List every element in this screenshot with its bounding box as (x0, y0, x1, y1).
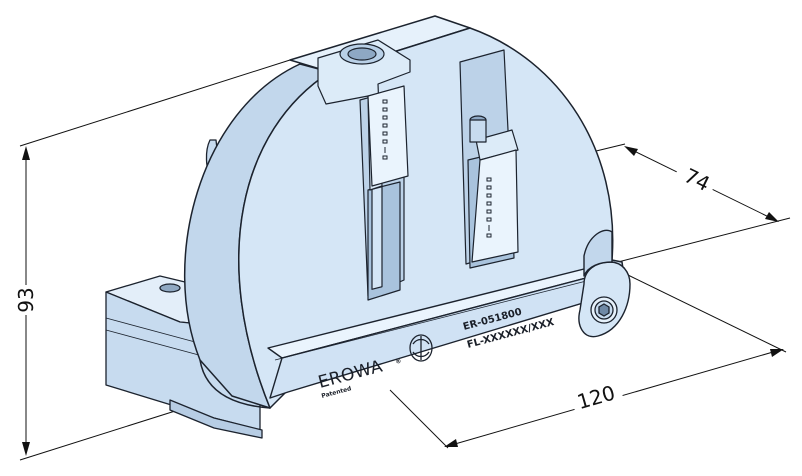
extension-line-depth-top (591, 143, 626, 153)
erowa-logo-icon (409, 334, 433, 362)
dimension-arrowheads (22, 146, 784, 456)
arrowhead (22, 442, 30, 456)
front-rail (267, 229, 631, 399)
arrowhead (22, 146, 30, 160)
ruler-scales (382, 99, 492, 238)
jaw-slots (317, 39, 519, 301)
hex-socket-screw-icon (590, 296, 618, 324)
label-gap (10, 285, 40, 315)
extension-line-width-right (627, 274, 787, 353)
height-dimension-label: 93 (14, 287, 38, 312)
label-gap (569, 377, 625, 417)
extension-line-depth-bottom (617, 217, 791, 263)
width-dimension-label: 120 (574, 380, 617, 414)
arrowhead (770, 349, 784, 357)
arrowhead (444, 439, 458, 447)
arrowhead (765, 212, 779, 222)
extension-line-top (19, 59, 291, 147)
arrowhead (624, 146, 638, 156)
extension-line-width-left (389, 389, 449, 449)
registered-mark: ® (395, 358, 403, 366)
label-gap (671, 159, 719, 201)
